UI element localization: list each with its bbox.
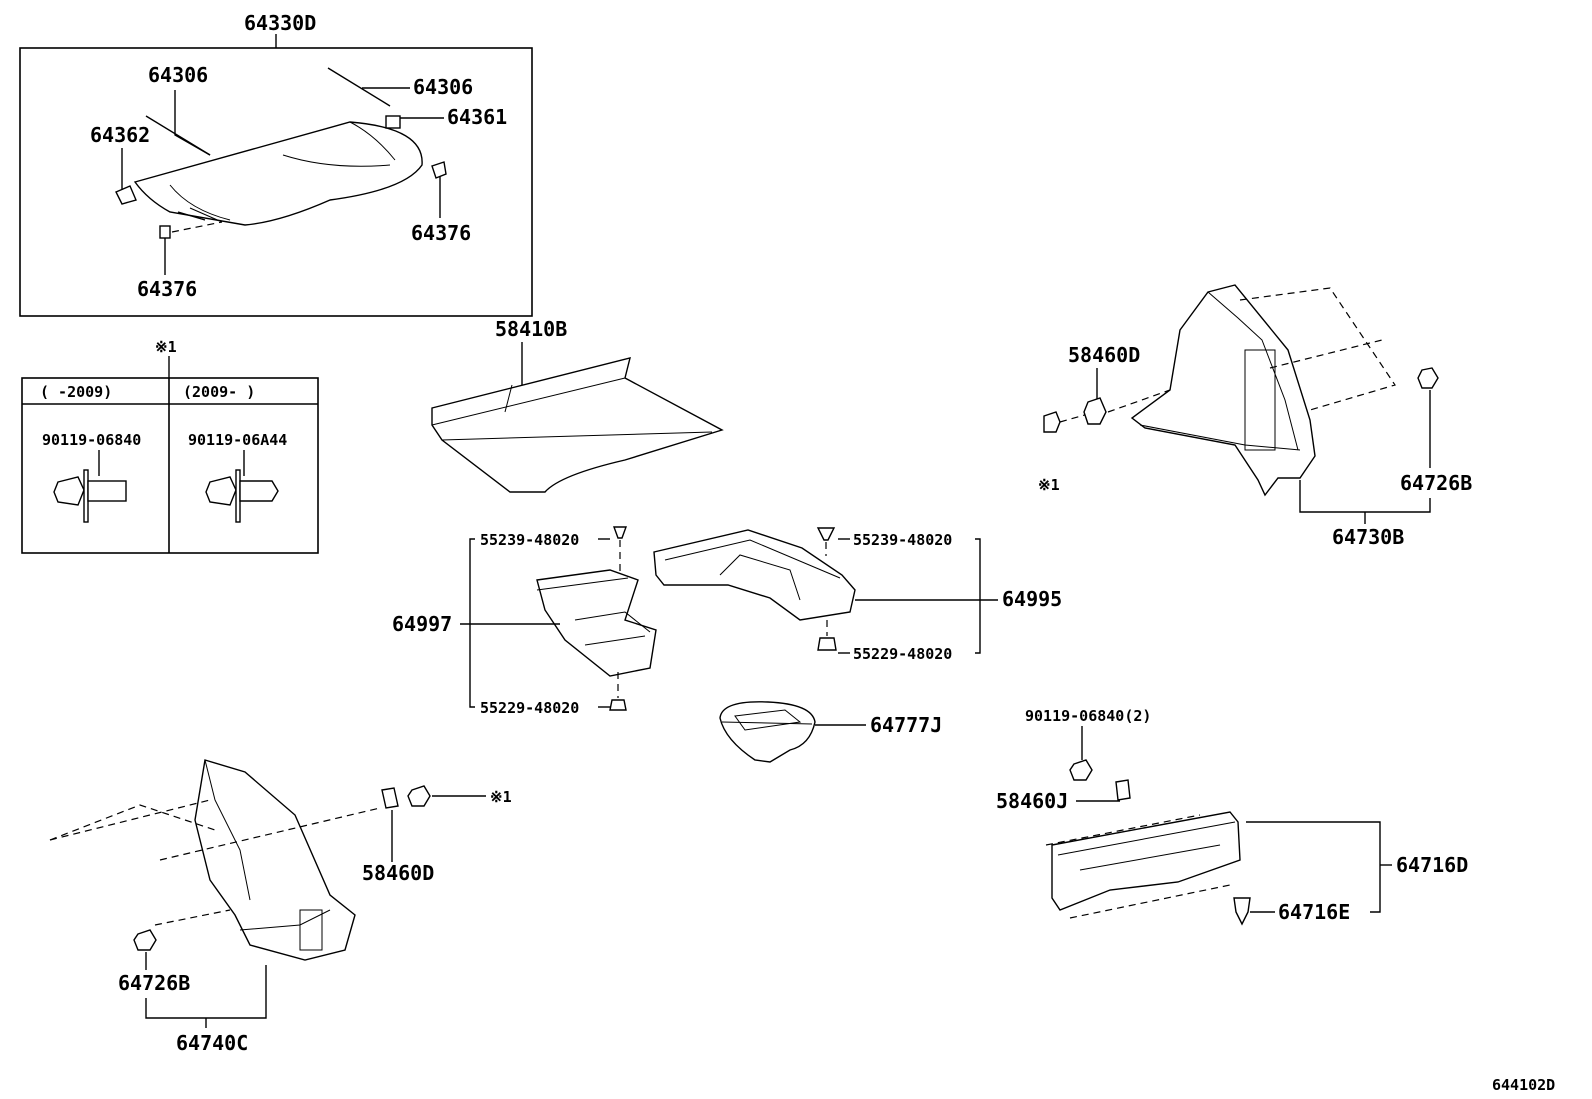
dash-lower-retainer — [159, 807, 381, 861]
tray-64995 — [653, 529, 856, 621]
label-55229-left: 55229-48020 — [480, 699, 579, 717]
bolt-icon-right — [205, 450, 279, 523]
dash-64376-left — [171, 221, 223, 233]
label-64306-left: 64306 — [148, 63, 208, 87]
dash-64716D-bottom — [1069, 884, 1231, 919]
dash-bolt-top — [1059, 413, 1089, 423]
quarter-trim-64730 — [1130, 284, 1316, 497]
bolt-range-right: (2009- ) — [183, 383, 255, 401]
label-64740C: 64740C — [176, 1031, 248, 1055]
bracket-64716D — [1246, 821, 1381, 913]
trim-panel-64716D — [1051, 811, 1241, 911]
dash-lower-clip — [154, 909, 231, 926]
tray-insert-64777J — [719, 701, 816, 763]
label-64730B: 64730B — [1332, 525, 1404, 549]
rod-lower — [177, 211, 206, 221]
bolt-top — [1043, 411, 1061, 433]
dash-58460D-top — [1107, 389, 1171, 413]
label-note1-low: ※1 — [490, 788, 512, 806]
clip-64716E — [1233, 897, 1251, 926]
clip-64726B-low — [133, 929, 157, 951]
dash-lower-top — [49, 799, 211, 841]
label-90119-06840: 90119-06840 — [42, 431, 141, 449]
label-55239-right: 55239-48020 — [853, 531, 952, 549]
label-58460D-low: 58460D — [362, 861, 434, 885]
label-64376-right: 64376 — [411, 221, 471, 245]
dash-64716D-top — [1045, 814, 1201, 846]
label-58460J: 58460J — [996, 789, 1068, 813]
bolt-range-left: ( -2009) — [40, 383, 112, 401]
retainer-58460D-top — [1083, 397, 1107, 425]
bolt-icon-left — [53, 450, 127, 523]
diagram-code: 644102D — [1492, 1076, 1555, 1094]
stopper-64376-left — [159, 225, 171, 239]
holder-64362 — [115, 185, 137, 205]
label-58460D-top: 58460D — [1068, 343, 1140, 367]
clip-55229-left — [609, 699, 627, 711]
tray-64997 — [536, 569, 657, 677]
rod-64306-right — [327, 67, 391, 107]
label-64997: 64997 — [392, 612, 452, 636]
label-note1: ※1 — [155, 338, 177, 356]
bracket-64997 — [469, 538, 475, 708]
bracket-64995 — [975, 538, 981, 654]
group-box-64330D — [19, 47, 533, 317]
label-64376-left: 64376 — [137, 277, 197, 301]
label-64777J: 64777J — [870, 713, 942, 737]
label-64330D: 64330D — [244, 11, 316, 35]
label-58410B: 58410B — [495, 317, 567, 341]
label-90119-06840-2: 90119-06840(2) — [1025, 707, 1151, 725]
dash-trim-mid — [1269, 339, 1383, 369]
stopper-64376-right — [431, 161, 447, 179]
bolt-90119-06840-2 — [1069, 759, 1093, 781]
label-55239-left: 55239-48020 — [480, 531, 579, 549]
rod-64306-left — [145, 115, 211, 156]
dash-lower-mid — [49, 804, 216, 841]
label-64716D: 64716D — [1396, 853, 1468, 877]
retainer-58460D-low — [381, 787, 399, 809]
label-64306-right: 64306 — [413, 75, 473, 99]
dash-trim-top — [1239, 287, 1396, 411]
label-64726B-top: 64726B — [1400, 471, 1472, 495]
bolt-low — [407, 785, 431, 807]
label-90119-06A44: 90119-06A44 — [188, 431, 287, 449]
label-64995: 64995 — [1002, 587, 1062, 611]
label-note1-top: ※1 — [1038, 476, 1060, 494]
label-64362: 64362 — [90, 123, 150, 147]
tonneau-cover-64330 — [133, 121, 423, 226]
label-55229-right: 55229-48020 — [853, 645, 952, 663]
retainer-58460J — [1115, 779, 1131, 801]
clip-64726B-top — [1417, 367, 1439, 389]
label-64716E: 64716E — [1278, 900, 1350, 924]
bolt-table — [21, 377, 319, 554]
label-64361: 64361 — [447, 105, 507, 129]
grommet-55239-right — [816, 527, 836, 541]
deck-board-58410 — [431, 357, 724, 493]
grommet-55239-left — [613, 526, 627, 539]
clip-55229-right — [817, 637, 837, 651]
quarter-trim-64740 — [194, 759, 356, 961]
label-64726B-low: 64726B — [118, 971, 190, 995]
clip-64361 — [385, 115, 401, 129]
leader-64306-left — [174, 90, 211, 156]
